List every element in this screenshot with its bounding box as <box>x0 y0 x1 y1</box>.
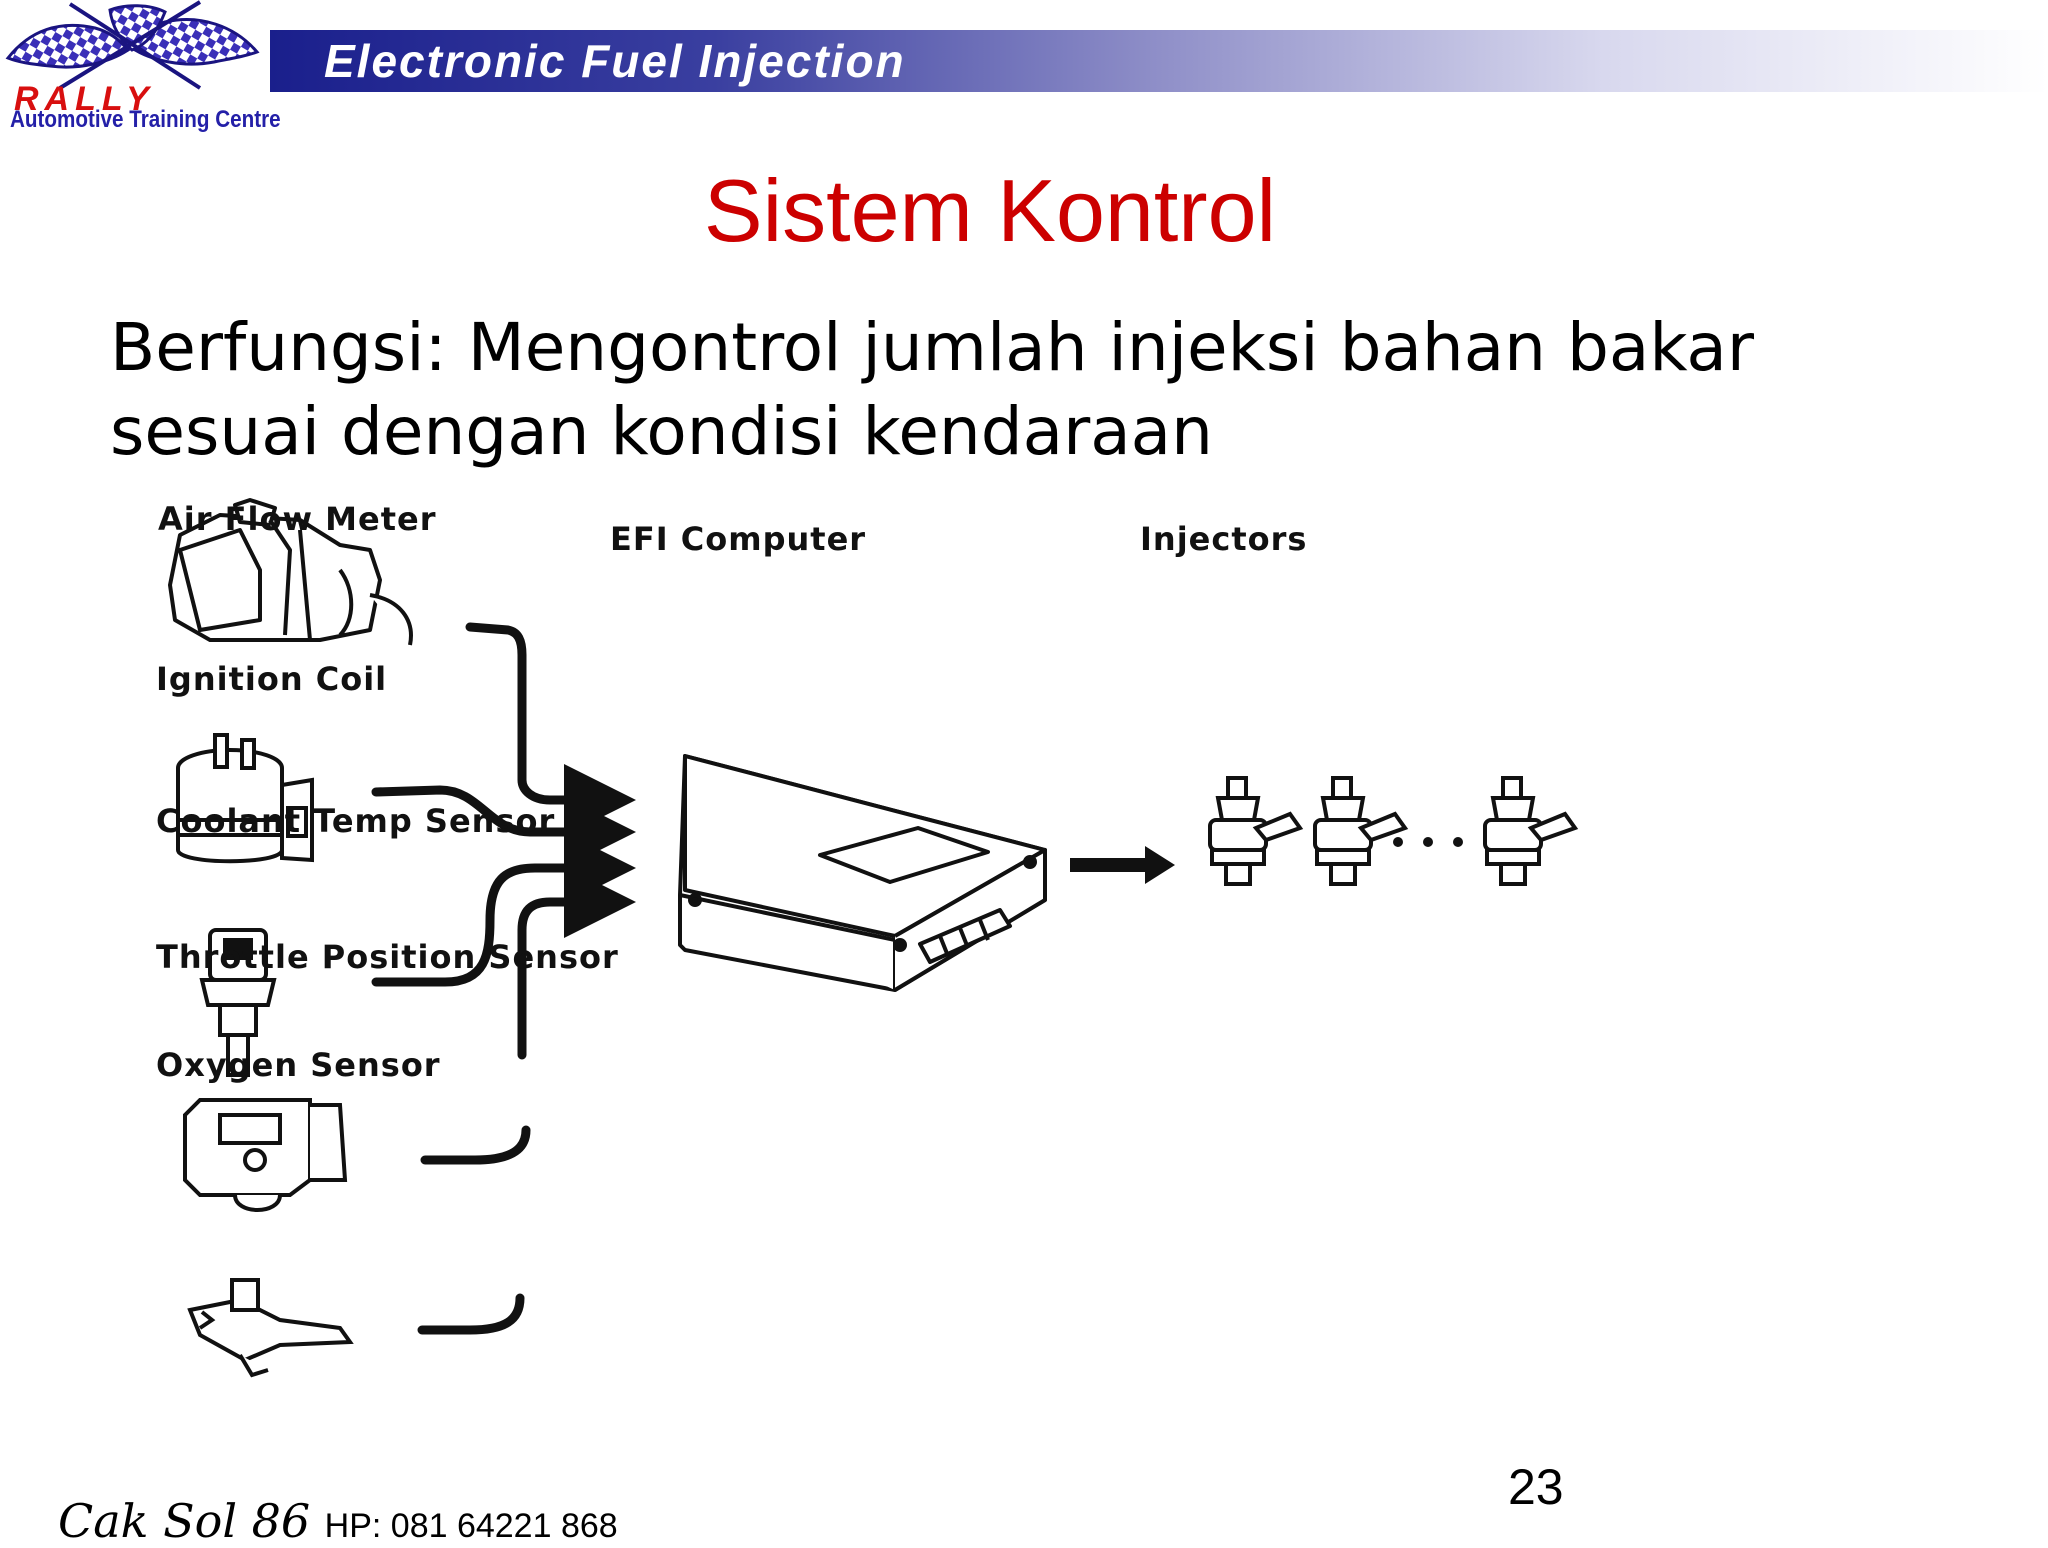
throttle-position-sensor-icon <box>183 1098 348 1212</box>
ecu-output-arrow <box>1070 846 1175 884</box>
header-bar <box>270 30 2048 92</box>
label-air-flow-meter: Air Flow Meter <box>158 500 437 538</box>
page-number: 23 <box>1508 1459 1564 1515</box>
injector-icon <box>1313 776 1409 886</box>
header-title: Electronic Fuel Injection <box>324 35 906 87</box>
logo-rally-text: RALLY <box>14 80 155 118</box>
ignition-coil-icon <box>176 733 314 864</box>
footer-author: Cak Sol 86 <box>58 1494 311 1548</box>
label-coolant-temp-sensor: Coolant Temp Sensor <box>156 802 556 840</box>
label-oxygen-sensor: Oxygen Sensor <box>156 1046 441 1084</box>
oxygen-sensor-icon <box>187 1278 354 1378</box>
rally-logo: RALLY Automotive Training Centre <box>0 0 281 140</box>
slide-body-text: Berfungsi: Mengontrol jumlah injeksi bah… <box>110 309 1754 470</box>
logo-subtitle: Automotive Training Centre <box>10 106 281 133</box>
footer: Cak Sol 86 HP: 081 64221 868 <box>58 1494 618 1548</box>
slide-title: Sistem Kontrol <box>703 161 1277 260</box>
label-injectors: Injectors <box>1140 520 1308 558</box>
efi-computer-icon <box>678 754 1047 992</box>
injector-icon <box>1483 776 1579 886</box>
efi-control-diagram: Air Flow Meter Ignition Coil Coolant Tem… <box>140 490 1920 1440</box>
footer-phone: HP: 081 64221 868 <box>324 1507 618 1545</box>
air-flow-meter-icon <box>168 498 413 646</box>
label-ignition-coil: Ignition Coil <box>156 660 388 698</box>
label-efi-computer: EFI Computer <box>610 520 867 558</box>
injector-icon <box>1208 776 1304 886</box>
diagram-drawing <box>168 498 1579 1378</box>
label-throttle-position-sensor: Throttle Position Sensor <box>156 938 619 976</box>
injector-ellipsis-dots <box>1393 837 1463 847</box>
sensor-signal-arrows <box>371 622 636 1335</box>
coolant-temp-sensor-icon <box>199 928 277 1077</box>
checkered-flags-icon <box>5 0 260 90</box>
